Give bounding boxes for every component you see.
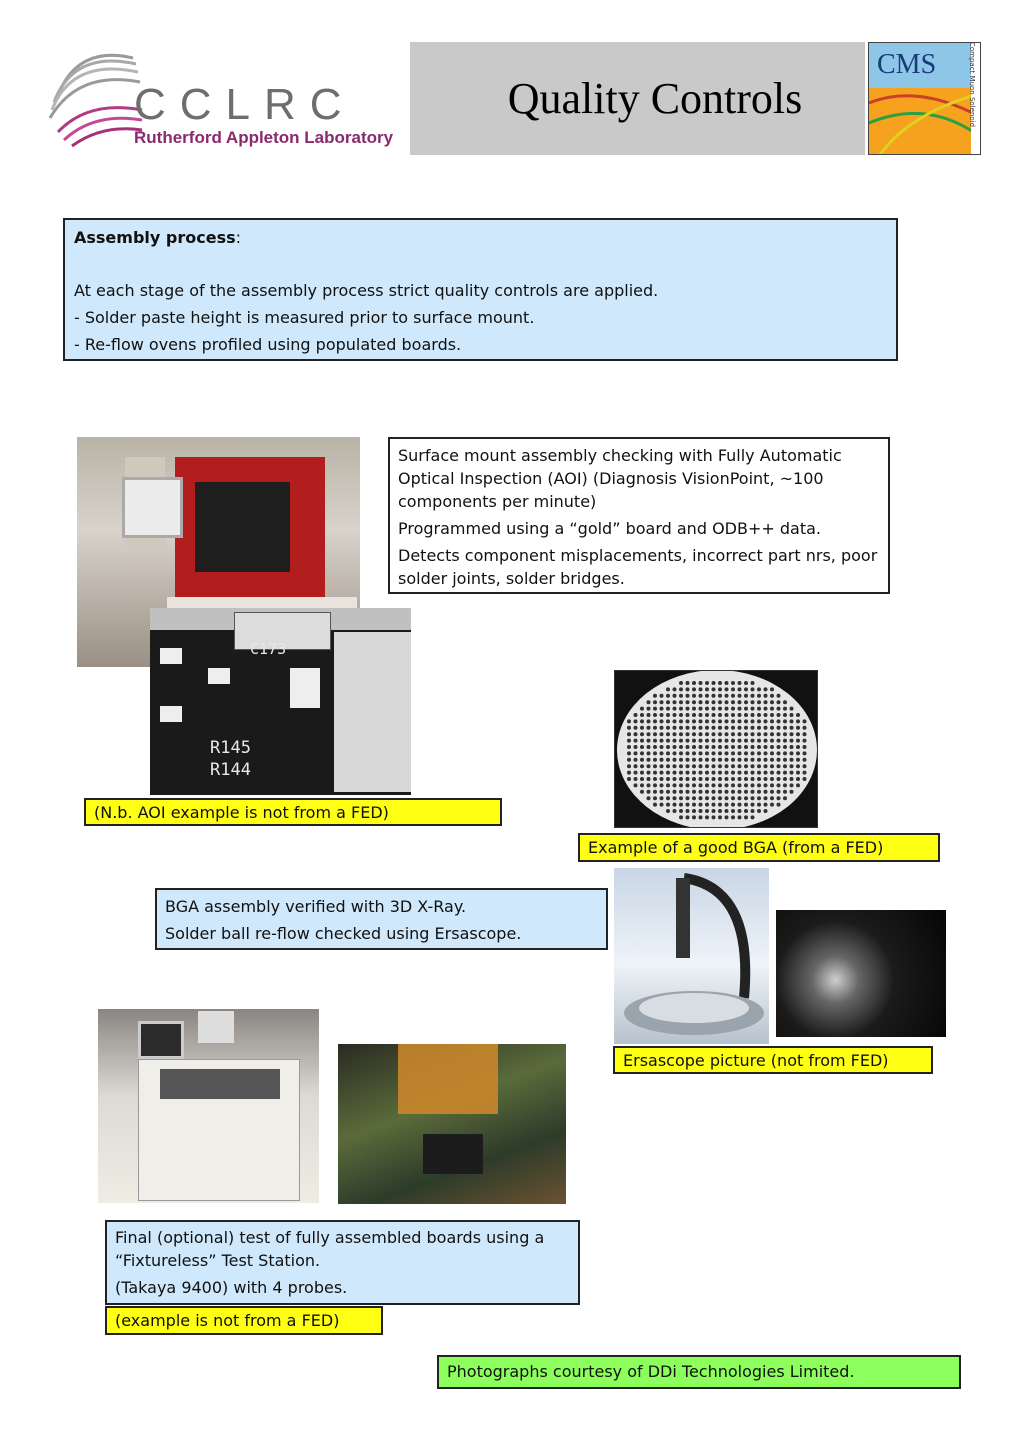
final-test-text-1: Final (optional) test of fully assembled… (115, 1228, 545, 1270)
assembly-process-box: Assembly process: At each stage of the a… (63, 218, 898, 361)
assembly-heading: Assembly process (74, 228, 236, 247)
bga-text-2: Solder ball re-flow checked using Ersasc… (165, 924, 522, 943)
aoi-screen-label-r144: R144 (210, 760, 251, 780)
aoi-caption: (N.b. AOI example is not from a FED) (84, 798, 502, 826)
logo-subtitle: Rutherford Appleton Laboratory (134, 128, 394, 147)
page-title: Quality Controls (507, 74, 803, 123)
cms-logo-icon (869, 43, 980, 154)
title-banner (410, 42, 865, 155)
ersascope-device-graphic (624, 873, 764, 1035)
ersascope-device-photo (614, 868, 769, 1044)
ersascope-view-photo (776, 910, 946, 1037)
aoi-text-2: Programmed using a “gold” board and ODB+… (398, 519, 821, 538)
aoi-screen-label-c173: C173 (250, 640, 287, 658)
assembly-line-1: At each stage of the assembly process st… (74, 281, 659, 300)
bga-grid-graphic (615, 671, 817, 827)
final-test-box: Final (optional) test of fully assembled… (105, 1220, 580, 1305)
assembly-line-3: - Re-flow ovens profiled using populated… (74, 335, 462, 354)
aoi-screen-label-r145: R145 (210, 738, 251, 758)
cms-logo: CMS Compact Muon Solenoid (868, 42, 981, 155)
bga-caption: Example of a good BGA (from a FED) (578, 833, 940, 862)
probe-closeup-photo (338, 1044, 566, 1204)
cms-logo-text: CMS (877, 49, 937, 80)
final-test-caption: (example is not from a FED) (105, 1306, 383, 1335)
assembly-line-2: - Solder paste height is measured prior … (74, 308, 535, 327)
takaya-station-photo (98, 1009, 319, 1203)
ersascope-caption: Ersascope picture (not from FED) (613, 1046, 933, 1074)
photo-credit: Photographs courtesy of DDi Technologies… (437, 1355, 961, 1389)
assembly-heading-line: Assembly process: (74, 226, 887, 249)
cms-side-text: Compact Muon Solenoid (968, 42, 976, 128)
aoi-text-1: Surface mount assembly checking with Ful… (398, 446, 842, 511)
logo-cclrc-text: CCLRC (134, 80, 356, 129)
bga-description-box: BGA assembly verified with 3D X-Ray. Sol… (155, 888, 608, 950)
aoi-text-3: Detects component misplacements, incorre… (398, 546, 878, 588)
cclrc-swirl-icon (48, 53, 143, 148)
bga-xray-photo (614, 670, 818, 828)
aoi-description-box: Surface mount assembly checking with Ful… (388, 437, 890, 594)
aoi-screen-photo: C173 R145 R144 (150, 608, 411, 795)
assembly-heading-colon: : (235, 228, 241, 247)
bga-text-1: BGA assembly verified with 3D X-Ray. (165, 897, 467, 916)
final-test-text-2: (Takaya 9400) with 4 probes. (115, 1278, 348, 1297)
cclrc-logo: CCLRC Rutherford Appleton Laboratory (38, 40, 408, 160)
